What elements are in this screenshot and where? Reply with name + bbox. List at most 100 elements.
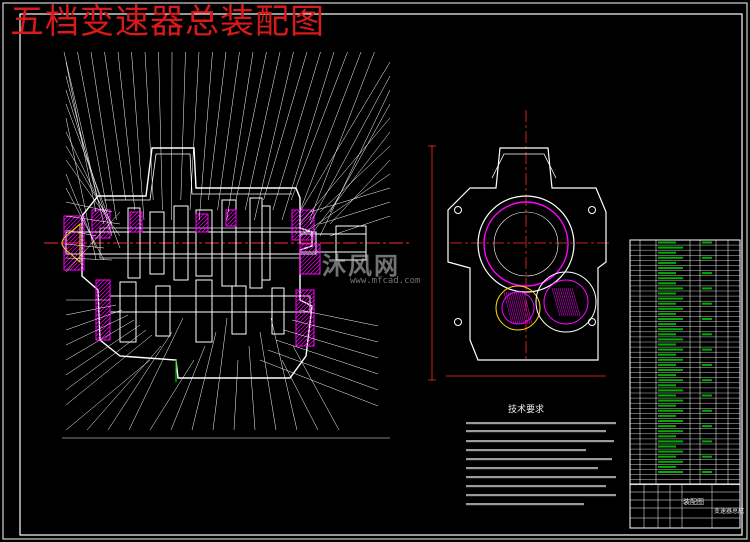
parts-list-entry (658, 404, 676, 407)
leader-top-12 (198, 51, 213, 221)
leader-top-20 (272, 51, 321, 211)
leader-right-low-2 (291, 319, 379, 343)
leader-bottom-6 (170, 345, 206, 431)
title-block (629, 483, 741, 529)
hatch-line (295, 289, 301, 295)
side-main-pitch (493, 211, 559, 277)
leader-bottom-4 (128, 317, 184, 431)
hatch-line (295, 327, 315, 347)
hatch-line (63, 239, 85, 261)
leader-top-15 (226, 51, 254, 221)
parts-list-entry (658, 338, 683, 341)
side-bolt-hole-4 (588, 318, 596, 326)
hatch-line (129, 211, 135, 217)
leader-left-8 (65, 159, 121, 237)
parts-list-entry (658, 450, 683, 453)
leader-right-low-3 (283, 329, 379, 359)
leader-left-12 (65, 215, 121, 225)
leader-top-4 (104, 51, 126, 201)
side-gear-hatch (523, 291, 533, 325)
leader-right-3 (319, 89, 391, 237)
leader-left-15 (65, 257, 113, 261)
hatch-line (91, 209, 109, 227)
parts-list-material (702, 455, 712, 458)
parts-list-entry (658, 440, 683, 443)
leader-top-7 (144, 51, 154, 201)
leader-top-2 (77, 51, 108, 211)
parts-list-entry (658, 414, 676, 417)
leader-top-3 (90, 51, 117, 221)
tech-requirement-line-7 (466, 476, 616, 479)
leader-top-6 (131, 51, 145, 221)
parts-list-entry (658, 358, 683, 361)
parts-list-material (702, 379, 712, 382)
parts-list-entry (658, 312, 676, 315)
leader-left-5 (65, 117, 97, 261)
parts-list-material (702, 241, 712, 244)
parts-list-entry (658, 348, 683, 351)
hatch-line (299, 251, 321, 273)
hatch-line (95, 293, 111, 309)
parts-list-material (702, 394, 712, 397)
hatch-line (95, 321, 111, 337)
hatch-line (295, 307, 315, 327)
leader-right-low-1 (299, 309, 379, 327)
tech-requirement-line-9 (466, 494, 616, 497)
hatch-line (201, 225, 209, 233)
tech-requirement-line-1 (466, 422, 616, 425)
leader-right-11 (319, 201, 391, 225)
mainshaft-gear-4 (195, 209, 213, 277)
side-reverse-hatch (561, 287, 571, 317)
hatch-line (291, 211, 315, 235)
leader-bottom-3 (107, 331, 173, 431)
leader-bottom-10 (248, 345, 256, 431)
parts-list (629, 239, 741, 485)
hatch-line (205, 229, 209, 233)
leader-left-6 (65, 131, 105, 213)
side-reverse-hatch (553, 287, 563, 317)
parts-list-entry (658, 287, 683, 290)
parts-list-entry (658, 465, 676, 468)
side-bolt-hole-1 (454, 206, 462, 214)
side-gear-hatch (503, 291, 513, 325)
side-height-dimension (428, 145, 436, 381)
hatch-line (295, 323, 315, 343)
hatch-line (95, 297, 111, 313)
hatch-line (63, 223, 85, 245)
hatch-line (69, 255, 85, 271)
hatch-line (137, 227, 143, 233)
parts-list-entry (658, 460, 683, 463)
title-block-sub: 变速器总成 (714, 508, 745, 515)
tech-requirement-line-10 (466, 503, 584, 506)
side-reverse-hatch (571, 287, 581, 317)
hatch-line (63, 215, 69, 221)
hatch-line (291, 209, 309, 227)
leader-top-18 (254, 51, 294, 221)
hatch-line (295, 311, 315, 331)
hatch-line (91, 219, 111, 239)
side-reverse-hatch (557, 287, 567, 317)
hatch-line (95, 313, 111, 329)
leader-right-1 (299, 61, 391, 213)
hatch-line (299, 243, 309, 253)
parts-list-material (702, 318, 712, 320)
parts-list-entry (658, 302, 676, 305)
leader-bottom-13 (281, 359, 319, 431)
parts-list-entry (658, 292, 676, 295)
leader-top-10 (180, 51, 186, 201)
hatch-line (295, 295, 315, 315)
parts-list-entry (658, 369, 683, 371)
hatch-line (95, 279, 109, 293)
side-gear-hatch (513, 291, 523, 325)
leader-top-19 (263, 51, 308, 201)
hatch-line (295, 289, 309, 303)
hatch-line (91, 215, 111, 235)
leader-right-low-4 (275, 339, 379, 375)
hatch-line (129, 211, 143, 225)
countershaft-gear-4 (231, 285, 247, 335)
side-gear-hatch (515, 291, 525, 325)
hatch-line (95, 289, 111, 305)
hatch-line (63, 215, 77, 229)
parts-list-material (702, 256, 712, 259)
